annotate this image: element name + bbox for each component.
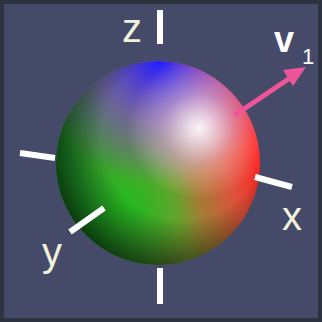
axis-label: x bbox=[282, 196, 302, 236]
vector-label: v bbox=[274, 22, 294, 58]
axis-label: y bbox=[42, 232, 62, 272]
axis-label: z bbox=[122, 8, 142, 48]
vector-subscript: 1 bbox=[302, 46, 314, 68]
